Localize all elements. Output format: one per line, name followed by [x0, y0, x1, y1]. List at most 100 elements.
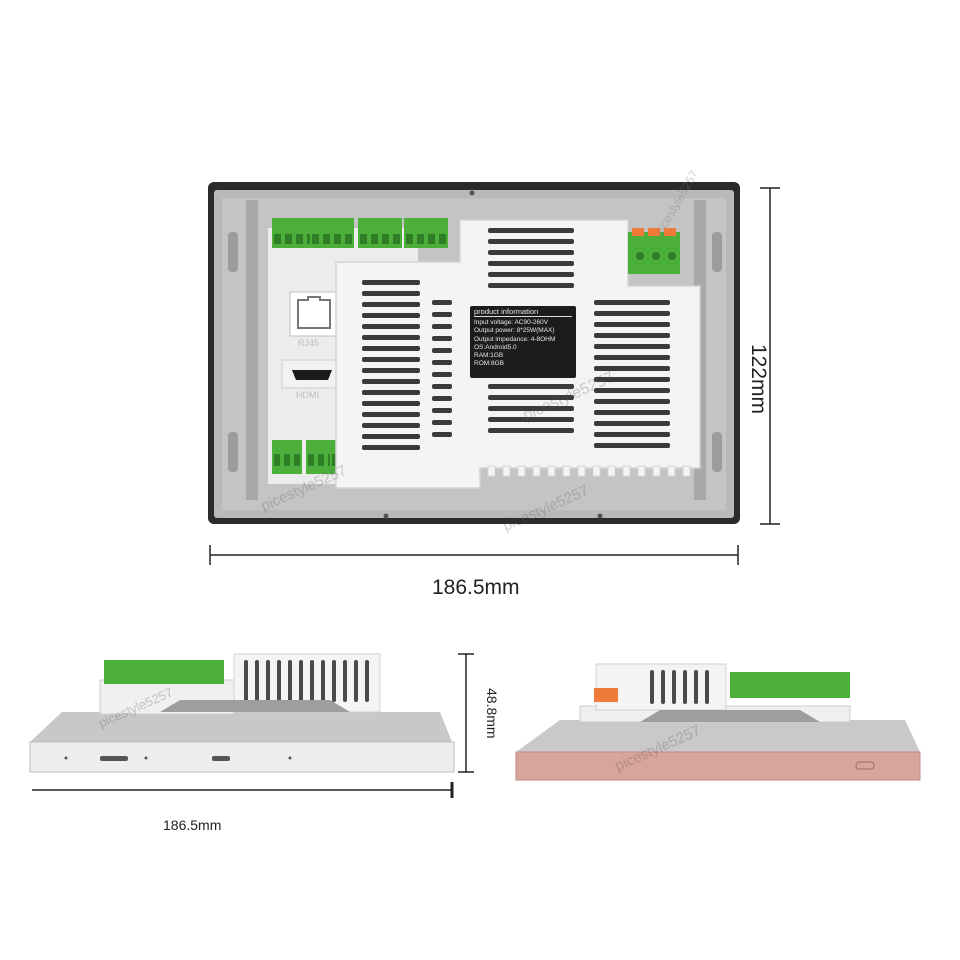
vent-slot: [594, 300, 670, 305]
side-vent: [661, 670, 665, 704]
vent-slot: [432, 396, 452, 401]
slot-right-top: [712, 232, 722, 272]
side-left-dot-3: [288, 756, 292, 760]
product-info-sticker: product information Input voltage: AC90-…: [470, 306, 576, 378]
vent-slot: [488, 417, 574, 422]
housing-tooth: [532, 465, 541, 477]
vent-slot: [362, 390, 420, 395]
housing-tooth: [592, 465, 601, 477]
product-info-line: ROM:8GB: [474, 360, 504, 368]
vent-slot: [362, 335, 420, 340]
slot-left-top: [228, 232, 238, 272]
width-dimension-label: 186.5mm: [432, 576, 520, 599]
top-terminal-strip: [272, 218, 448, 248]
terminal-screw: [406, 234, 413, 244]
side-left-mount: [160, 700, 350, 712]
terminal-screw: [296, 234, 303, 244]
side-vent: [354, 660, 358, 702]
vent-slot: [594, 322, 670, 327]
slot-left-bottom: [228, 432, 238, 472]
vents-middle: [488, 228, 574, 433]
side-vent: [244, 660, 248, 702]
vent-slot: [362, 379, 420, 384]
orange-tab-1: [632, 228, 644, 236]
side-left-edge: [29, 741, 455, 773]
terminal-screw: [312, 234, 319, 244]
side-left-dot-1: [64, 756, 68, 760]
housing-tooth: [622, 465, 631, 477]
side-vent: [694, 670, 698, 704]
vent-slot: [362, 280, 420, 285]
housing-tooth: [682, 465, 691, 477]
side-vent: [310, 660, 314, 702]
terminal-screw: [382, 234, 389, 244]
product-info-line: RAM:1GB: [474, 352, 504, 360]
terminal-screw: [428, 234, 435, 244]
side-width-dimension-label: 186.5mm: [163, 817, 222, 833]
vent-slot: [432, 324, 452, 329]
side-right-button: [855, 761, 875, 770]
vent-slot: [362, 445, 420, 450]
vent-slot: [362, 368, 420, 373]
housing-tooth: [487, 465, 496, 477]
slot-right-bottom: [712, 432, 722, 472]
side-vent: [299, 660, 303, 702]
side-vent: [277, 660, 281, 702]
side-vent: [288, 660, 292, 702]
side-left-terminals: [104, 660, 224, 684]
vent-slot: [432, 300, 452, 305]
vents-left: [362, 280, 452, 450]
vent-slot: [362, 302, 420, 307]
vent-slot: [432, 432, 452, 437]
vent-slot: [594, 432, 670, 437]
terminal-screw: [371, 234, 378, 244]
vent-slot: [362, 357, 420, 362]
side-right-orange-terminal: [594, 688, 618, 702]
terminal-screw: [334, 234, 341, 244]
height-dimension-label: 122mm: [747, 344, 770, 415]
power-screw-3: [668, 252, 676, 260]
terminal-screw: [274, 234, 281, 244]
vent-slot: [432, 312, 452, 317]
terminal-screw: [417, 234, 424, 244]
product-info-line: Input voltage: AC90-260V: [474, 319, 549, 327]
housing-tooth: [577, 465, 586, 477]
terminal-screw: [318, 454, 324, 466]
vent-slot: [432, 372, 452, 377]
vent-slot: [362, 324, 420, 329]
side-left-bevel: [30, 712, 452, 742]
terminal-screw: [345, 234, 352, 244]
vents-right: [594, 300, 670, 448]
vent-slot: [488, 250, 574, 255]
vent-slot: [432, 384, 452, 389]
housing-tooth: [547, 465, 556, 477]
power-screw-2: [652, 252, 660, 260]
vent-slot: [488, 283, 574, 288]
vent-slot: [488, 239, 574, 244]
vent-slot: [594, 355, 670, 360]
side-left-dot-2: [144, 756, 148, 760]
terminal-screw: [294, 454, 300, 466]
vent-slot: [488, 428, 574, 433]
vent-slot: [362, 412, 420, 417]
side-vent: [683, 670, 687, 704]
vent-slot: [594, 399, 670, 404]
vent-slot: [362, 423, 420, 428]
screw-bottom-right: [597, 513, 603, 519]
vent-slot: [488, 406, 574, 411]
orange-tab-3: [664, 228, 676, 236]
vent-slot: [594, 443, 670, 448]
side-vent: [672, 670, 676, 704]
power-screw-1: [636, 252, 644, 260]
terminal-screw: [393, 234, 400, 244]
orange-tab-2: [648, 228, 660, 236]
rj45-socket-icon: [297, 296, 331, 329]
vent-slot: [432, 408, 452, 413]
vent-slot: [488, 228, 574, 233]
product-info-line: Output impedance: 4-8OHM: [474, 335, 556, 343]
side-vent: [266, 660, 270, 702]
vent-slot: [488, 272, 574, 277]
side-right-edge: [515, 751, 921, 781]
housing-tooth: [637, 465, 646, 477]
